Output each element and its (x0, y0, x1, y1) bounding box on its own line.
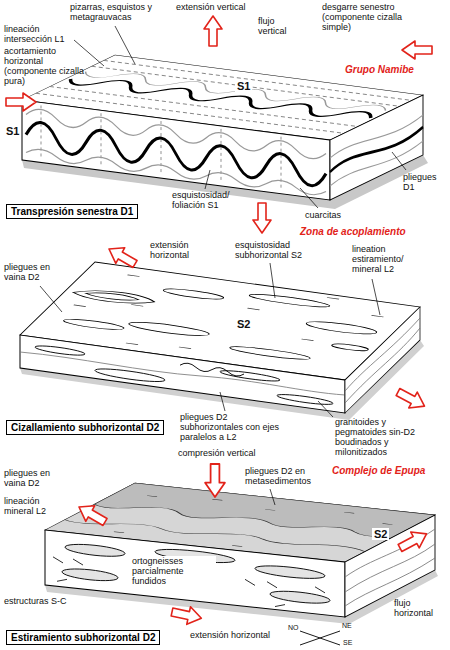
caption-box: Estiramiento subhorizontal D2 (6, 630, 160, 645)
fold-trace (26, 148, 326, 197)
lens (227, 344, 313, 361)
boudin (95, 366, 165, 384)
front-face (22, 100, 330, 200)
boudin (220, 369, 280, 383)
structure-label: pliegues D2 subhorizontales con ejes par… (180, 412, 285, 442)
lens (161, 287, 227, 301)
melt-lens (255, 563, 325, 580)
lithology-label: cuarcitas (305, 210, 341, 220)
stress-arrow (105, 241, 140, 272)
process-label: extensión horizontal (150, 240, 210, 260)
structure-label: lineación mineral L2 (4, 496, 60, 516)
caption-text: Cizallamiento subhorizontal D2 (11, 422, 159, 433)
structure-label: pliegues en vaina D2 (4, 262, 59, 282)
front-face (45, 530, 345, 617)
lithology-label: ortogneisses parcialmente fundidos (130, 556, 216, 586)
stress-arrow (253, 203, 271, 233)
lithology-label: pizarras, esquistos y metagrauvacas (70, 2, 170, 22)
quartzite-layer (26, 121, 326, 188)
stress-arrow (394, 384, 429, 414)
structure-label: pliegues D1 (403, 172, 445, 192)
lens (330, 343, 371, 352)
boudin (35, 344, 85, 357)
leader-line (40, 263, 380, 417)
leader-line (74, 26, 406, 208)
caption-box: Cizallamiento subhorizontal D2 (6, 420, 164, 435)
stress-arrow (402, 41, 432, 59)
fold-trace (180, 362, 244, 377)
front-face (20, 335, 345, 413)
melt-lens (62, 567, 118, 583)
caption-box: Transpresión senestra D1 (6, 204, 138, 219)
unit-title: Zona de acoplamiento (300, 226, 406, 237)
structure-label: pliegues D2 en metasedimentos (245, 466, 330, 486)
stress-arrow (170, 603, 203, 627)
stress-arrow (6, 93, 36, 111)
foliation-line (20, 350, 345, 398)
compass-label: SE (343, 639, 352, 647)
structure-label: estructuras S-C (4, 596, 67, 606)
lens (247, 292, 333, 309)
unit-title: Grupo Namibe (345, 64, 414, 75)
compass-symbol (300, 631, 340, 645)
process-label: desgarre senestro (componente cizalla si… (322, 2, 432, 32)
process-label: flujo vertical (258, 16, 298, 36)
caption-text: Transpresión senestra D1 (11, 206, 133, 217)
melt-lens (65, 542, 125, 558)
melt-lens (270, 589, 330, 605)
lithology-label: granitoides y pegmatoides sin-D2 boudina… (335, 417, 435, 457)
face-outline (45, 530, 345, 617)
leader-line (270, 489, 275, 505)
face-outline (22, 100, 330, 200)
surface-label: S2 (235, 318, 252, 330)
fold-trace (78, 68, 393, 114)
structure-label: esquistosidad/ foliación S1 (172, 190, 252, 210)
process-label: extensión vertical (176, 2, 246, 12)
process-label: extensión horizontal (190, 630, 270, 640)
face-outline (345, 515, 435, 617)
boudin (277, 393, 333, 407)
surface-label: S1 (6, 125, 19, 137)
stress-arrow (396, 526, 431, 556)
lens (61, 317, 127, 331)
caption-text: Estiramiento subhorizontal D2 (11, 632, 155, 643)
surface-label: S1 (235, 80, 252, 92)
axial-plane (41, 105, 281, 190)
compass-label: NE (342, 622, 352, 630)
stress-arrow (205, 464, 225, 497)
lens (125, 320, 213, 338)
compass-label: NO (288, 624, 299, 632)
structure-label: lineation estiramiento/ mineral L2 (352, 244, 422, 274)
structure-label: pliegues en vaina D2 (4, 468, 64, 488)
process-label: acortamiento horizontal (componente ciza… (4, 46, 89, 86)
stress-arrow (204, 16, 222, 46)
surface-label: S2 (372, 528, 389, 540)
structure-label: esquistosidad subhorizontal S2 (235, 240, 315, 260)
unit-title: Complejo de Epupa (332, 465, 425, 476)
quartzite-layer (330, 123, 423, 177)
foliation-line (345, 317, 420, 403)
lens (303, 319, 381, 336)
sheath-fold (69, 287, 159, 307)
right-face (345, 515, 435, 617)
process-label: flujo horizontal (394, 598, 444, 618)
face-outline (20, 335, 345, 413)
s-c-mark (53, 557, 325, 612)
structure-label: lineación intersección L1 (4, 24, 74, 44)
stress-arrow (75, 499, 110, 530)
process-label: compresión vertical (178, 448, 256, 458)
